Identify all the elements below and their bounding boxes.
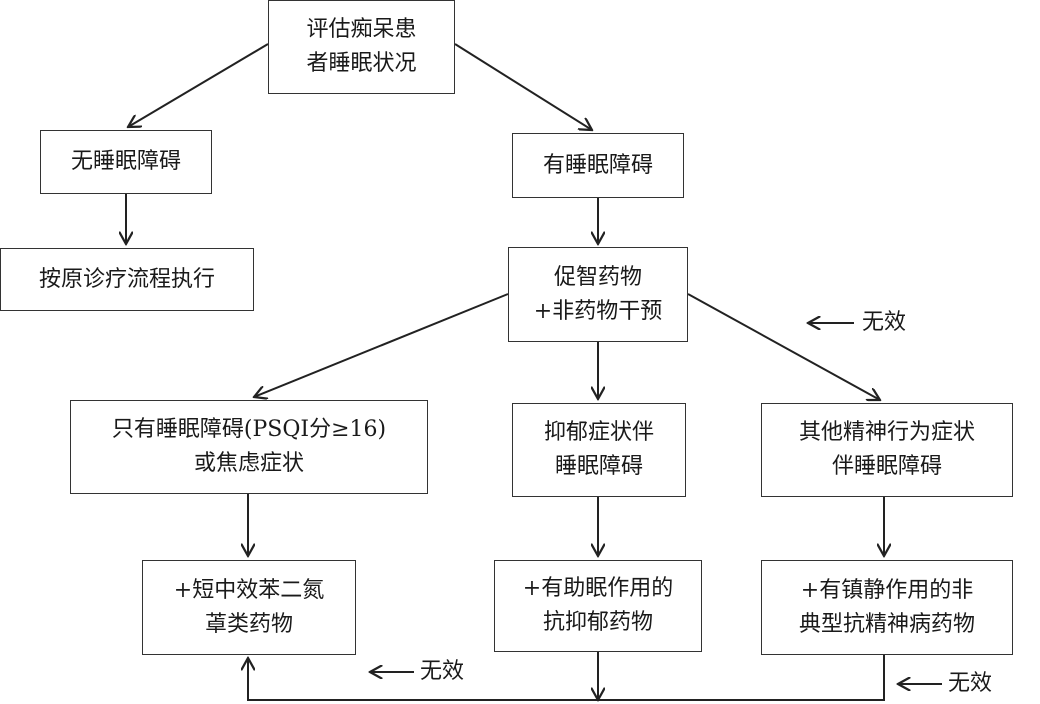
other-psych-line-1: 其他精神行为症状: [798, 420, 975, 445]
cognitive-drug-box: 促智药物 +非药物干预: [508, 247, 688, 342]
assess-line-1: 评估痴呆患: [306, 17, 417, 42]
follow-original-box: 按原诊疗流程执行: [0, 248, 254, 311]
arrow-assess-to-has-disorder: [454, 43, 592, 130]
sleep-only-box: 只有睡眠障碍(PSQI分≥16) 或焦虑症状: [70, 400, 428, 494]
depression-line-2: 睡眠障碍: [554, 454, 643, 479]
has-disorder-box: 有睡眠障碍: [512, 133, 684, 198]
sleep-only-line-1: 只有睡眠障碍(PSQI分≥16): [111, 417, 387, 442]
arrow-drug-to-other-psych: [687, 293, 880, 400]
depression-box: 抑郁症状伴 睡眠障碍: [512, 403, 686, 497]
benzo-line-2: 䓬类药物: [204, 611, 293, 637]
benzo-line-1: +短中效苯二氮: [173, 577, 325, 603]
arrow-assess-to-no-disorder: [128, 43, 269, 127]
no-disorder-text: 无睡眠障碍: [70, 149, 181, 174]
follow-original-text: 按原诊疗流程执行: [38, 266, 215, 292]
antipsychotic-line-2: 典型抗精神病药物: [798, 611, 975, 637]
ineffective-label-1: 无效: [862, 310, 907, 335]
feedback-line-bottom: [248, 655, 885, 701]
arrow-drug-to-sleep-only: [254, 293, 509, 397]
antidepressant-box: +有助眠作用的 抗抑郁药物: [494, 560, 702, 652]
antidepressant-line-1: +有助眠作用的: [522, 576, 674, 601]
assess-sleep-box: 评估痴呆患 者睡眠状况: [268, 0, 455, 94]
antipsychotic-line-1: +有镇静作用的非: [800, 577, 974, 603]
depression-line-1: 抑郁症状伴: [543, 420, 654, 445]
cognitive-drug-line-1: 促智药物: [553, 264, 642, 290]
has-disorder-text: 有睡眠障碍: [542, 152, 653, 178]
other-psych-line-2: 伴睡眠障碍: [831, 454, 942, 479]
ineffective-label-2: 无效: [420, 659, 465, 684]
assess-line-2: 者睡眠状况: [306, 51, 417, 76]
cognitive-drug-line-2: +非药物干预: [533, 298, 663, 324]
sleep-only-line-2: 或焦虑症状: [193, 451, 304, 476]
no-disorder-box: 无睡眠障碍: [40, 130, 212, 194]
benzo-box: +短中效苯二氮 䓬类药物: [142, 560, 356, 655]
antidepressant-line-2: 抗抑郁药物: [542, 610, 653, 635]
ineffective-label-3: 无效: [948, 671, 993, 696]
other-psych-box: 其他精神行为症状 伴睡眠障碍: [761, 403, 1013, 497]
antipsychotic-box: +有镇静作用的非 典型抗精神病药物: [761, 560, 1013, 655]
